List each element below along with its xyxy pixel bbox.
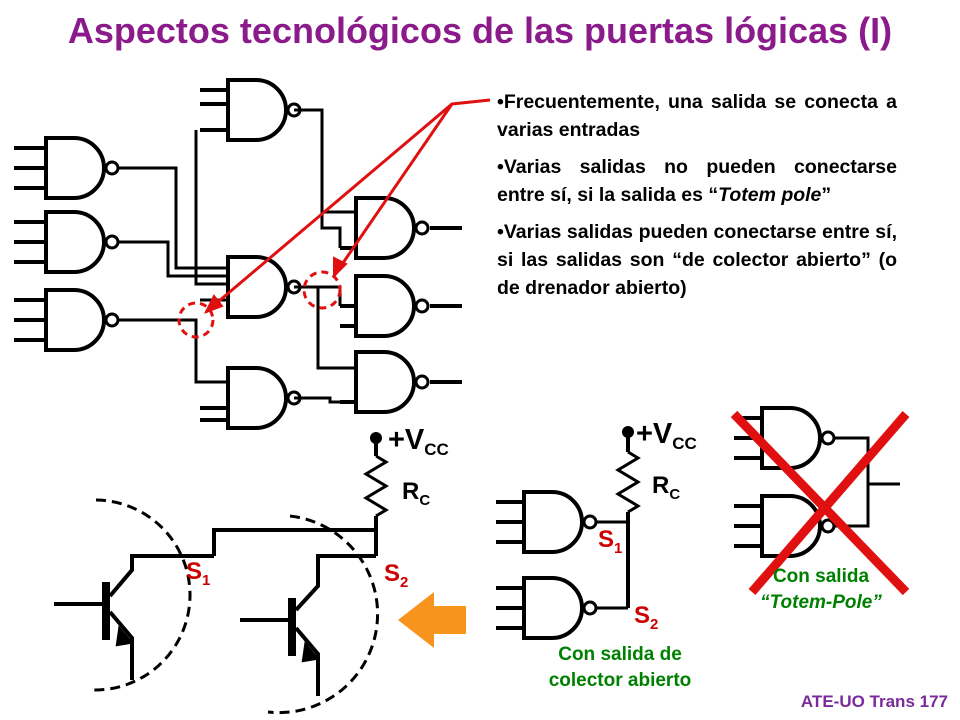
gate-left-2: [14, 210, 120, 274]
totem-pole-circuit: [730, 406, 910, 596]
left-s2-label: S2: [384, 560, 409, 591]
mid-s1-label: S1: [598, 526, 623, 557]
left-rc-label: RC: [402, 478, 431, 509]
transistor-circuit: [54, 432, 466, 715]
bullet-list: Frecuentemente, una salida se conecta a …: [497, 88, 897, 311]
bullet-2: Varias salidas no pueden conectarse entr…: [497, 153, 897, 209]
bullet-1: Frecuentemente, una salida se conecta a …: [497, 88, 897, 144]
wiring: [118, 108, 356, 404]
gate-bottom: [200, 366, 302, 430]
gate-right-2: [340, 274, 462, 338]
page-title: Aspectos tecnológicos de las puertas lóg…: [67, 10, 893, 51]
mid-caption: Con salida de colector abierto: [548, 644, 692, 691]
mid-vcc-label: +VCC: [636, 418, 697, 453]
gate-left-1: [14, 136, 120, 200]
gate-top: [200, 78, 302, 142]
mid-s2-label: S2: [634, 602, 659, 633]
gate-left-3: [14, 288, 120, 352]
mid-rc-label: RC: [652, 472, 681, 503]
right-caption: Con salida “Totem-Pole”: [760, 566, 882, 613]
gate-right-1: [340, 196, 462, 260]
slide-footer: ATE-UO Trans 177: [800, 692, 948, 711]
left-s1-label: S1: [186, 558, 211, 589]
left-vcc-label: +VCC: [388, 424, 449, 459]
red-highlights: [177, 98, 491, 339]
gate-center: [226, 255, 302, 319]
open-collector-circuit: [496, 426, 641, 640]
bullet-3: Varias salidas pueden conectarse entre s…: [497, 218, 897, 302]
gate-right-3: [340, 350, 462, 414]
